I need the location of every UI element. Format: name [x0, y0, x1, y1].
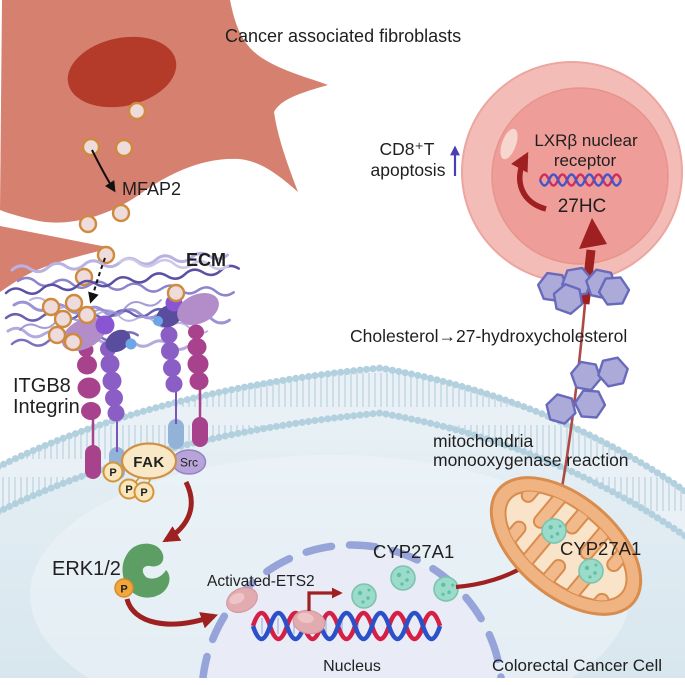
- integrin-pair-left: [61, 315, 137, 480]
- phospho-label: P: [120, 584, 127, 596]
- mito-reaction-line2: monooxygenase reaction: [433, 450, 629, 470]
- integrin-head-light: [177, 293, 219, 325]
- lxr-dna-squiggle: [538, 173, 623, 187]
- cd8-t-cell: LXRβ nuclear receptor 27HC: [461, 61, 683, 283]
- cholesterol-reaction-label: Cholesterol→27-hydroxycholesterol: [350, 326, 627, 346]
- fibroblast-arm: [0, 226, 112, 292]
- cd8-apoptosis-annotation: CD8⁺T apoptosis: [371, 139, 460, 180]
- itgb8-label: ITGB8: [13, 375, 71, 397]
- cyp27a1-protein: [390, 565, 416, 591]
- erk-to-ets2-arrow: [124, 598, 219, 629]
- colorectal-cell-label: Colorectal Cancer Cell: [492, 656, 662, 675]
- 27hc-label: 27HC: [558, 196, 607, 217]
- integrin-beta-chain: [77, 343, 101, 479]
- mito-reaction-line1: mitochondria: [433, 431, 533, 451]
- fak-label: FAK: [133, 454, 165, 471]
- integrin-pair-right: [153, 293, 219, 449]
- 27hc-to-lxr-arrow: [511, 151, 547, 212]
- figure-margin: [0, 678, 685, 685]
- lxr-label-line2: receptor: [554, 151, 617, 170]
- lxr-label-line1: LXRβ nuclear: [534, 131, 638, 150]
- erk-protein: P: [114, 543, 170, 598]
- mitochondria: CYP27A1: [489, 471, 643, 621]
- ecm-label: ECM: [186, 250, 226, 270]
- activated-ets2-label: Activated-ETS2: [207, 573, 315, 590]
- cd8-label-line2: apoptosis: [371, 160, 446, 180]
- cyp27a1-protein: [578, 558, 604, 584]
- integrin-head-dark: [105, 329, 131, 353]
- integrin-beta-chain: [187, 324, 209, 447]
- phosphorylation-sites: P P P: [102, 461, 155, 503]
- cyp27a1-protein: [351, 583, 377, 609]
- t-cell-highlight: [500, 128, 518, 160]
- transcription-arrow: [307, 587, 343, 611]
- erk-phospho-site: [114, 578, 134, 598]
- fak-complex: Src FAK P P P: [102, 442, 207, 503]
- fak-protein: [120, 442, 178, 480]
- dna-helix: [250, 610, 443, 642]
- fibroblast-nucleus: [67, 36, 177, 108]
- cyp27a1-mito-label: CYP27A1: [560, 538, 641, 559]
- fak-to-erk-arrow: [162, 480, 194, 543]
- cd8-label-line1: CD8⁺T: [380, 139, 435, 159]
- erk-label: ERK1/2: [52, 558, 121, 580]
- cyp27a1-nucleus-label: CYP27A1: [373, 541, 454, 562]
- nucleus-label: Nucleus: [323, 658, 381, 675]
- nucleus: Activated-ETS2 CYP27A1 Nucleus: [198, 541, 506, 685]
- phospho-label: P: [109, 467, 116, 479]
- integrin-label: Integrin: [13, 396, 80, 418]
- phospho-label: P: [125, 484, 132, 496]
- mfap2-secretion-arrow: [91, 149, 116, 193]
- mfap2-to-integrin-dashed-arrow: [88, 257, 106, 304]
- phospho-label: P: [140, 487, 147, 499]
- integrin-alpha-chain: [153, 294, 184, 449]
- ligand-dot: [153, 316, 163, 326]
- nuclear-envelope: [198, 541, 506, 685]
- mfap2-label: MFAP2: [122, 179, 181, 199]
- transport-arrowhead: [579, 218, 607, 249]
- ligand-dot: [125, 338, 137, 350]
- figure-title: Cancer associated fibroblasts: [225, 26, 461, 46]
- src-label: Src: [180, 456, 198, 470]
- fibroblast: [0, 0, 328, 292]
